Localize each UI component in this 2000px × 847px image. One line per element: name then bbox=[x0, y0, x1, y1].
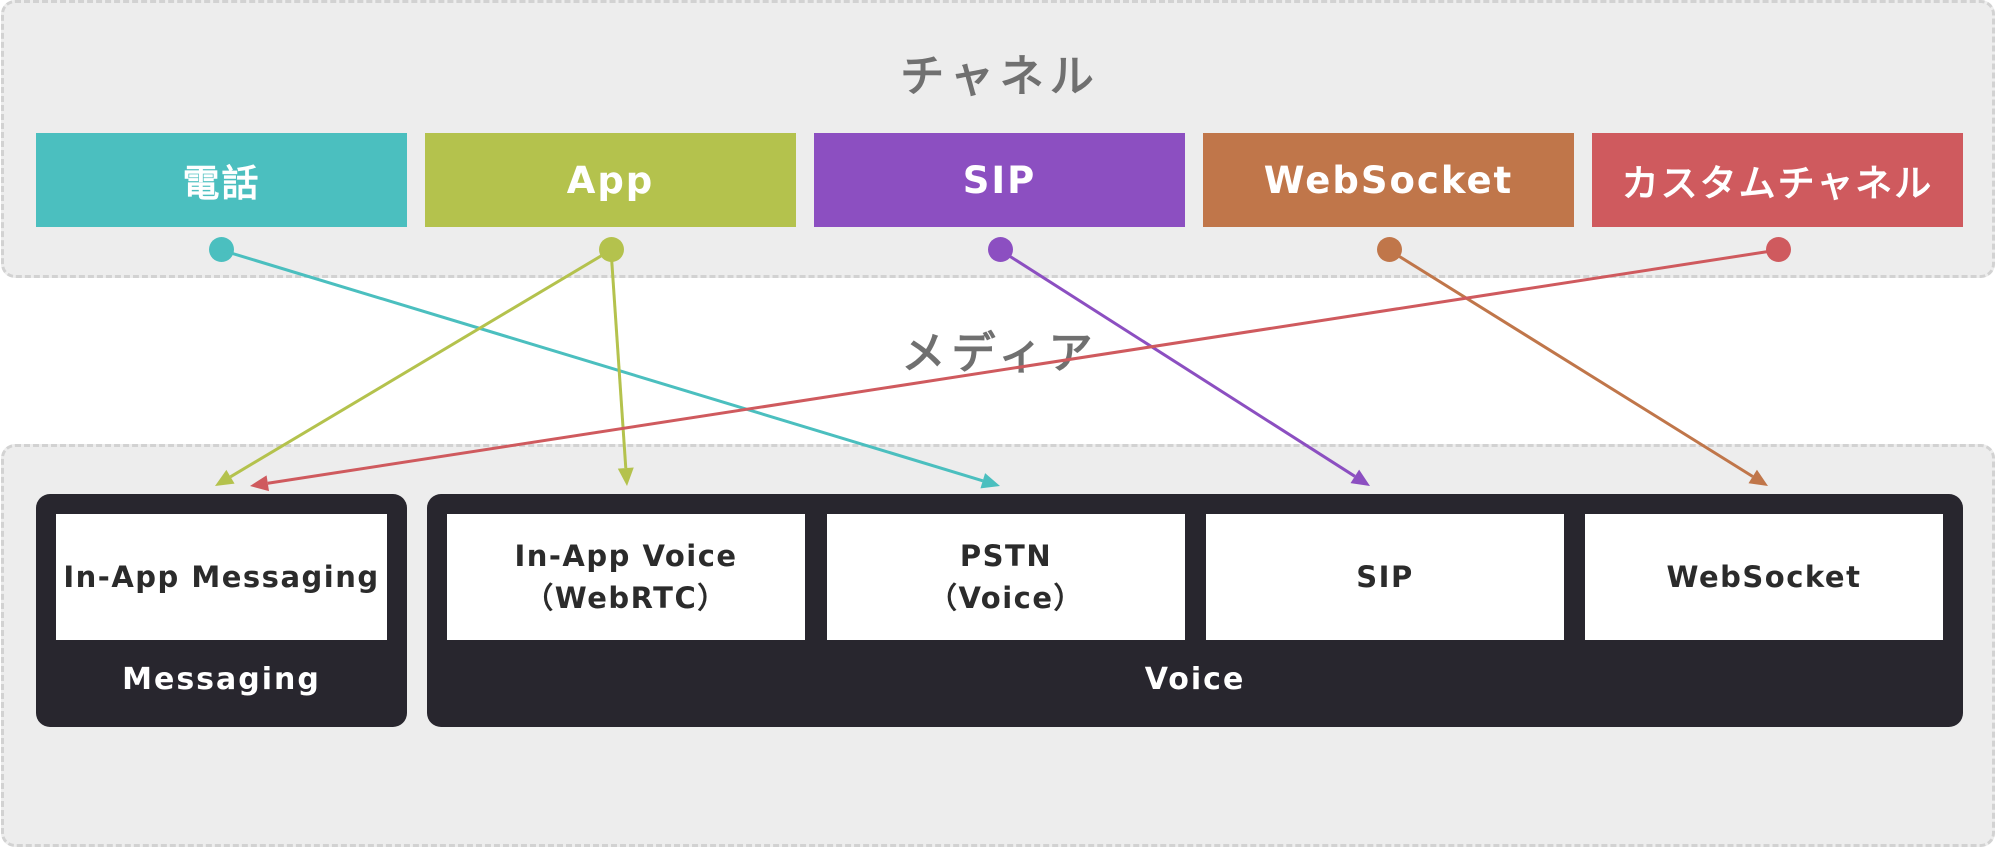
connection-line bbox=[220, 248, 984, 483]
arrowhead bbox=[215, 469, 235, 486]
media-item-subline: （WebRTC） bbox=[524, 581, 728, 615]
channel-custom-dot bbox=[1765, 237, 1791, 262]
voice-group-label: Voice bbox=[1144, 661, 1246, 697]
channel-app: App bbox=[425, 133, 796, 227]
channel-sip-dot bbox=[987, 237, 1013, 262]
messaging-group: In-App Messaging Messaging bbox=[36, 494, 407, 727]
arrowhead bbox=[617, 467, 634, 486]
channel-custom: カスタムチャネル bbox=[1592, 133, 1963, 227]
channel-websocket: WebSocket bbox=[1203, 133, 1574, 227]
media-websocket: WebSocket bbox=[1585, 514, 1943, 640]
media-item-line: WebSocket bbox=[1666, 559, 1862, 594]
channel-sip: SIP bbox=[814, 133, 1185, 227]
connection-line bbox=[267, 248, 1779, 485]
media-item-line: SIP bbox=[1356, 559, 1414, 594]
media-item-subline: （Voice） bbox=[927, 581, 1085, 615]
connection-line bbox=[1388, 248, 1754, 478]
messaging-group-label: Messaging bbox=[122, 661, 321, 697]
media-in-app-voice: In-App Voice （WebRTC） bbox=[447, 514, 805, 640]
connection-line bbox=[609, 249, 628, 469]
channel-phone-dot bbox=[208, 237, 234, 262]
media-pstn: PSTN （Voice） bbox=[827, 514, 1185, 640]
media-item-line: In-App Voice bbox=[514, 538, 738, 573]
arrowhead bbox=[980, 473, 1000, 489]
media-item-line: PSTN bbox=[959, 538, 1053, 573]
channel-phone: 電話 bbox=[36, 133, 407, 227]
connection-line bbox=[999, 248, 1356, 478]
arrowhead bbox=[250, 475, 270, 492]
media-sip: SIP bbox=[1206, 514, 1564, 640]
connection-line bbox=[229, 248, 612, 479]
channel-websocket-dot bbox=[1376, 237, 1402, 262]
voice-group: In-App Voice （WebRTC） PSTN （Voice） SIP W… bbox=[427, 494, 1963, 727]
arrowhead bbox=[1350, 469, 1370, 486]
media-item-line: In-App Messaging bbox=[63, 559, 380, 594]
channels-title: チャネル bbox=[900, 51, 1100, 102]
arrowhead bbox=[1748, 469, 1768, 486]
media-in-app-messaging: In-App Messaging bbox=[56, 514, 387, 640]
